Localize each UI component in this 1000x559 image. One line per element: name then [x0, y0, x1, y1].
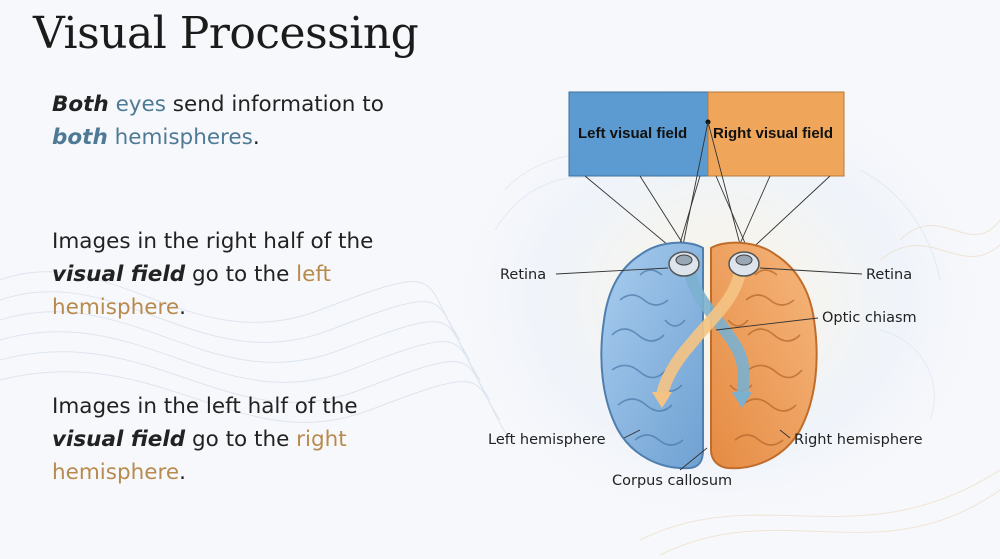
label-right-hemisphere: Right hemisphere: [794, 432, 923, 448]
slide-title: Visual Processing: [33, 8, 419, 59]
text-go-to: go to the: [185, 262, 297, 287]
word-hemisphere: hemisphere: [52, 295, 180, 320]
label-left-hemisphere: Left hemisphere: [488, 432, 606, 448]
paragraph-right-half: Images in the right half of the visual fi…: [52, 225, 373, 324]
leader-lines: [555, 267, 863, 471]
word-eyes: eyes: [108, 92, 166, 117]
left-gyri: [611, 269, 686, 446]
word-left: left: [296, 262, 331, 287]
period: .: [179, 295, 186, 320]
right-gyri: [727, 269, 803, 446]
arrowhead-left: [652, 392, 672, 408]
phrase-visual-field: visual field: [52, 427, 186, 452]
right-field-pathway: [656, 266, 746, 401]
left-eye: [668, 251, 700, 277]
left-field-pathway: [684, 266, 750, 401]
text-left-half: Images in the left half of the: [52, 394, 358, 419]
right-visual-field-label: Right visual field: [713, 125, 833, 142]
left-visual-field-label: Left visual field: [578, 125, 687, 142]
text-right-half: Images in the right half of the: [52, 229, 374, 254]
label-retina-right: Retina: [866, 267, 912, 283]
word-hemispheres: hemispheres: [107, 125, 253, 150]
text-go-to: go to the: [185, 427, 297, 452]
word-both: Both: [52, 92, 109, 117]
left-visual-field-box: [568, 91, 709, 177]
word-right: right: [296, 427, 347, 452]
arrowhead-right: [732, 392, 752, 408]
label-retina-left: Retina: [500, 267, 546, 283]
period: .: [179, 460, 186, 485]
paragraph-left-half: Images in the left half of the visual fie…: [52, 390, 358, 489]
visual-pathway-diagram: Left visual field Right visual field: [488, 91, 923, 489]
right-eye: [728, 251, 760, 277]
paragraph-both-eyes: Both eyes send information to both hemisp…: [52, 88, 384, 154]
period: .: [252, 125, 260, 150]
word-hemisphere: hemisphere: [52, 460, 180, 485]
text-send-info: send information to: [165, 92, 384, 117]
word-both-2: both: [52, 125, 108, 150]
left-hemisphere-shape: [600, 241, 704, 470]
label-optic-chiasm: Optic chiasm: [822, 310, 917, 326]
projection-lines: [584, 121, 831, 256]
right-visual-field-box: [707, 91, 845, 177]
phrase-visual-field: visual field: [52, 262, 186, 287]
label-corpus-callosum: Corpus callosum: [612, 473, 732, 489]
right-hemisphere-shape: [710, 241, 818, 470]
